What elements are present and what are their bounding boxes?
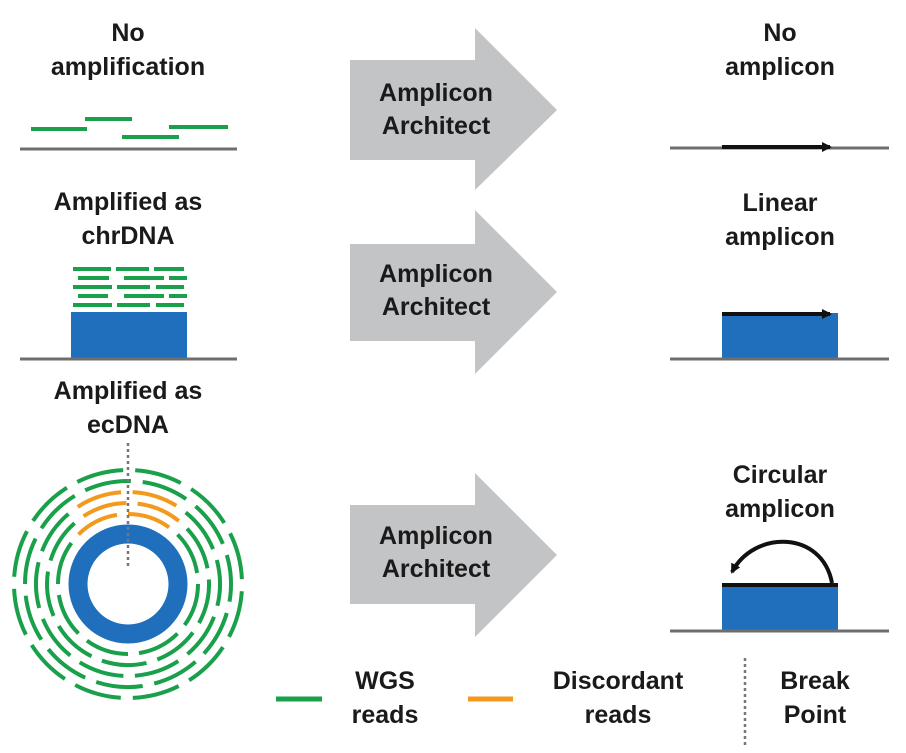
wgs-read xyxy=(23,537,38,585)
wgs-read xyxy=(142,480,188,501)
circular-arc-arrow xyxy=(730,539,834,584)
row3-process-arrow xyxy=(350,473,557,637)
row1-right-label: No amplicon xyxy=(725,19,835,81)
ecdna-circle xyxy=(68,524,188,644)
discordant-read xyxy=(137,501,181,523)
wgs-read xyxy=(194,504,225,545)
discordant-read xyxy=(77,512,118,536)
wgs-read xyxy=(202,612,229,655)
row2-amplified-block xyxy=(71,312,187,359)
wgs-read xyxy=(34,561,42,609)
wgs-read xyxy=(46,647,87,680)
row2-left-label: Amplified as chrDNA xyxy=(53,188,203,250)
wgs-read xyxy=(30,644,67,681)
wgs-read xyxy=(31,486,68,523)
wgs-read xyxy=(186,616,216,656)
wgs-read xyxy=(56,594,80,635)
wgs-read xyxy=(95,680,143,690)
wgs-read xyxy=(188,645,225,682)
wgs-read xyxy=(227,591,244,638)
legend-discordant-label: Discordant reads xyxy=(552,667,684,729)
wgs-read xyxy=(228,532,244,580)
wgs-read xyxy=(224,554,233,602)
discordant-read xyxy=(127,512,171,530)
row2-reads xyxy=(73,267,187,307)
wgs-read xyxy=(184,510,215,550)
ecdna-read-rings xyxy=(12,468,244,700)
wgs-read xyxy=(156,631,195,662)
row1-reads xyxy=(31,117,228,139)
wgs-read xyxy=(85,638,129,656)
wgs-read xyxy=(185,527,210,569)
discordant-read xyxy=(132,490,178,508)
wgs-read xyxy=(197,579,211,624)
row1-process-arrow xyxy=(350,28,557,190)
wgs-read xyxy=(101,658,147,668)
row1-arrow-label: Amplicon Architect xyxy=(379,79,493,140)
discordant-read xyxy=(82,501,127,518)
wgs-read xyxy=(45,571,56,617)
wgs-read xyxy=(84,478,131,493)
row3-left-label: Amplified as ecDNA xyxy=(53,377,203,439)
wgs-read xyxy=(39,494,76,530)
wgs-read xyxy=(41,618,72,658)
wgs-read xyxy=(134,659,180,678)
wgs-read xyxy=(214,559,222,607)
row1-left-label: No amplification xyxy=(50,19,206,81)
wgs-read xyxy=(153,660,197,686)
wgs-read xyxy=(12,588,28,636)
row2-arrow-label: Amplicon Architect xyxy=(379,260,493,321)
wgs-read xyxy=(182,583,200,627)
row3-arrow-label: Amplicon Architect xyxy=(379,522,493,583)
wgs-read xyxy=(23,595,44,641)
wgs-read xyxy=(56,541,74,585)
row2-process-arrow xyxy=(350,210,557,374)
row3-result-block xyxy=(722,583,838,631)
legend-breakpoint-label: Break Point xyxy=(780,667,850,729)
wgs-read xyxy=(189,487,226,524)
wgs-read xyxy=(176,533,200,574)
wgs-read xyxy=(76,468,124,484)
wgs-read xyxy=(135,468,182,485)
wgs-read xyxy=(40,512,70,552)
row2-right-label: Linear amplicon xyxy=(725,189,835,251)
wgs-read xyxy=(78,660,124,678)
row2-result-block xyxy=(722,313,838,359)
wgs-read xyxy=(48,521,76,562)
row3-right-label: Circular amplicon xyxy=(725,461,835,523)
wgs-read xyxy=(138,632,179,656)
legend-wgs-label: WGS reads xyxy=(351,667,419,729)
wgs-read xyxy=(132,684,180,700)
discordant-read xyxy=(76,490,122,509)
wgs-read xyxy=(74,683,121,700)
wgs-read xyxy=(12,530,29,577)
wgs-read xyxy=(56,624,93,659)
